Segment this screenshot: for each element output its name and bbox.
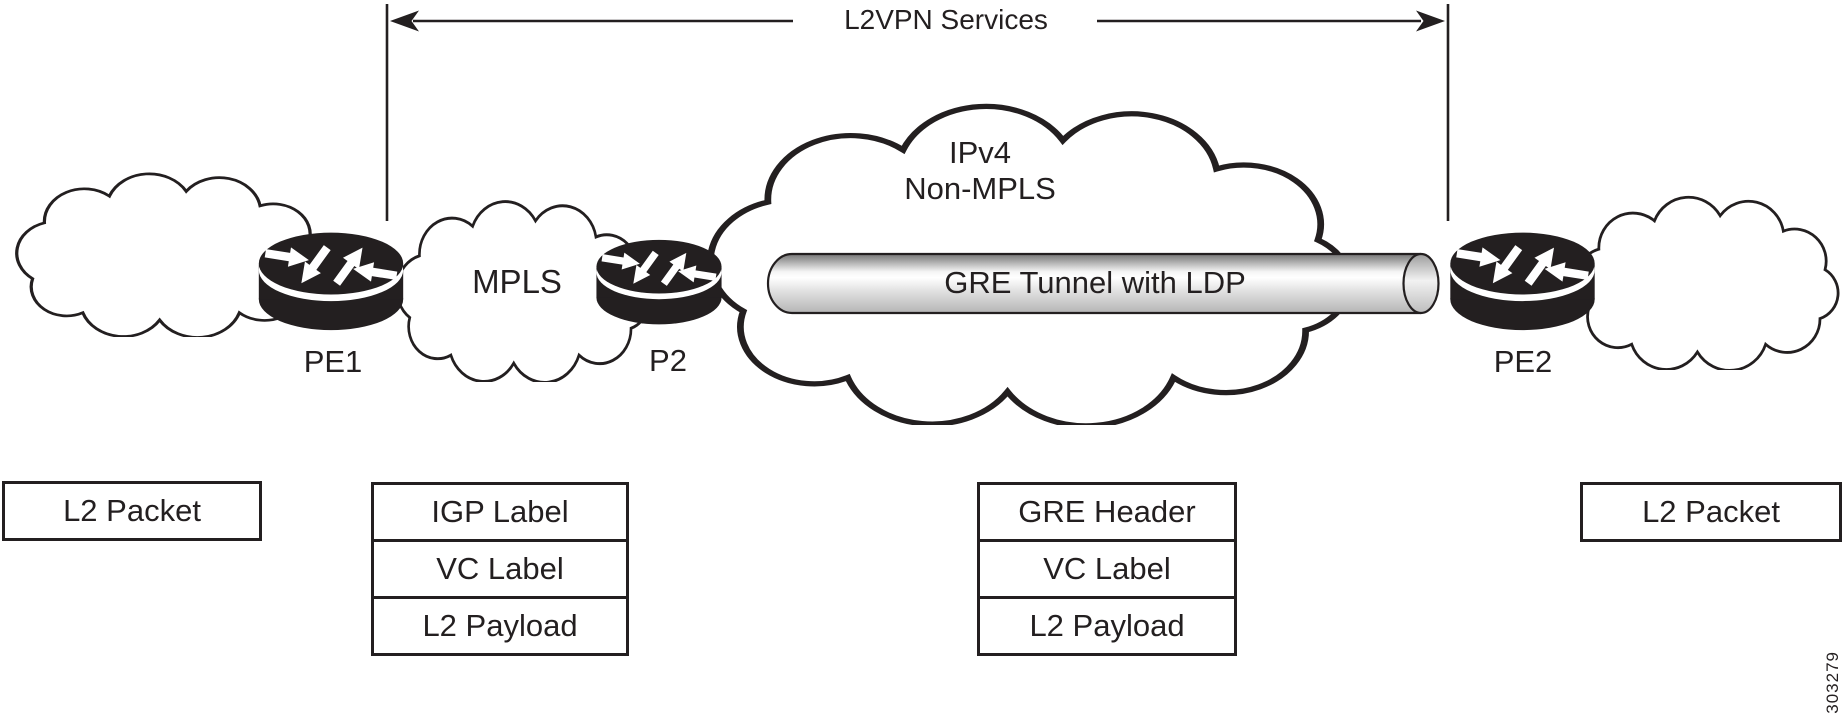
ipv4-cloud-label-line2: Non-MPLS [904, 170, 1056, 206]
l2-packet-box-left-row: L2 Packet [63, 493, 201, 528]
customer-cloud-right-icon [1573, 195, 1840, 370]
pe2-label: PE2 [1493, 344, 1553, 379]
router-icon-pe1 [259, 233, 403, 331]
figure-number: 303279 [1823, 651, 1842, 714]
arrowhead-left-icon [390, 10, 419, 32]
l2vpn-services-title: L2VPN Services [844, 4, 1048, 35]
pe1-label: PE1 [303, 344, 363, 379]
span-arrowheads [390, 10, 1445, 32]
tunnel-end-cap [1402, 252, 1440, 315]
l2-packet-box-left: L2 Packet [2, 481, 262, 541]
router-icon-p2 [596, 240, 721, 325]
mpls-stack-row-vc-label: VC Label [374, 539, 626, 596]
arrowhead-right-icon [1416, 10, 1445, 32]
l2vpn-span-arrow [385, 4, 1450, 221]
gre-tunnel-cylinder [766, 252, 1440, 315]
mpls-stack-row-l2-payload: L2 Payload [374, 596, 626, 653]
l2-packet-box-right-row: L2 Packet [1642, 494, 1780, 529]
ipv4-cloud-label: IPv4 Non-MPLS [904, 135, 1056, 206]
router-icon-pe2 [1450, 233, 1594, 331]
mpls-packet-stack: IGP Label VC Label L2 Payload [371, 482, 629, 656]
mpls-cloud-label: MPLS [472, 263, 562, 300]
l2-packet-box-right: L2 Packet [1580, 482, 1842, 542]
gre-stack-row-vc-label: VC Label [980, 539, 1234, 596]
gre-stack-row-l2-payload: L2 Payload [980, 596, 1234, 653]
p2-label: P2 [649, 343, 687, 378]
mpls-stack-row-igp-label: IGP Label [431, 494, 569, 529]
gre-stack-row-gre-header: GRE Header [1018, 494, 1196, 529]
ipv4-cloud-label-line1: IPv4 [948, 135, 1012, 170]
gre-tunnel-label: GRE Tunnel with LDP [944, 265, 1246, 300]
gre-packet-stack: GRE Header VC Label L2 Payload [977, 482, 1237, 656]
